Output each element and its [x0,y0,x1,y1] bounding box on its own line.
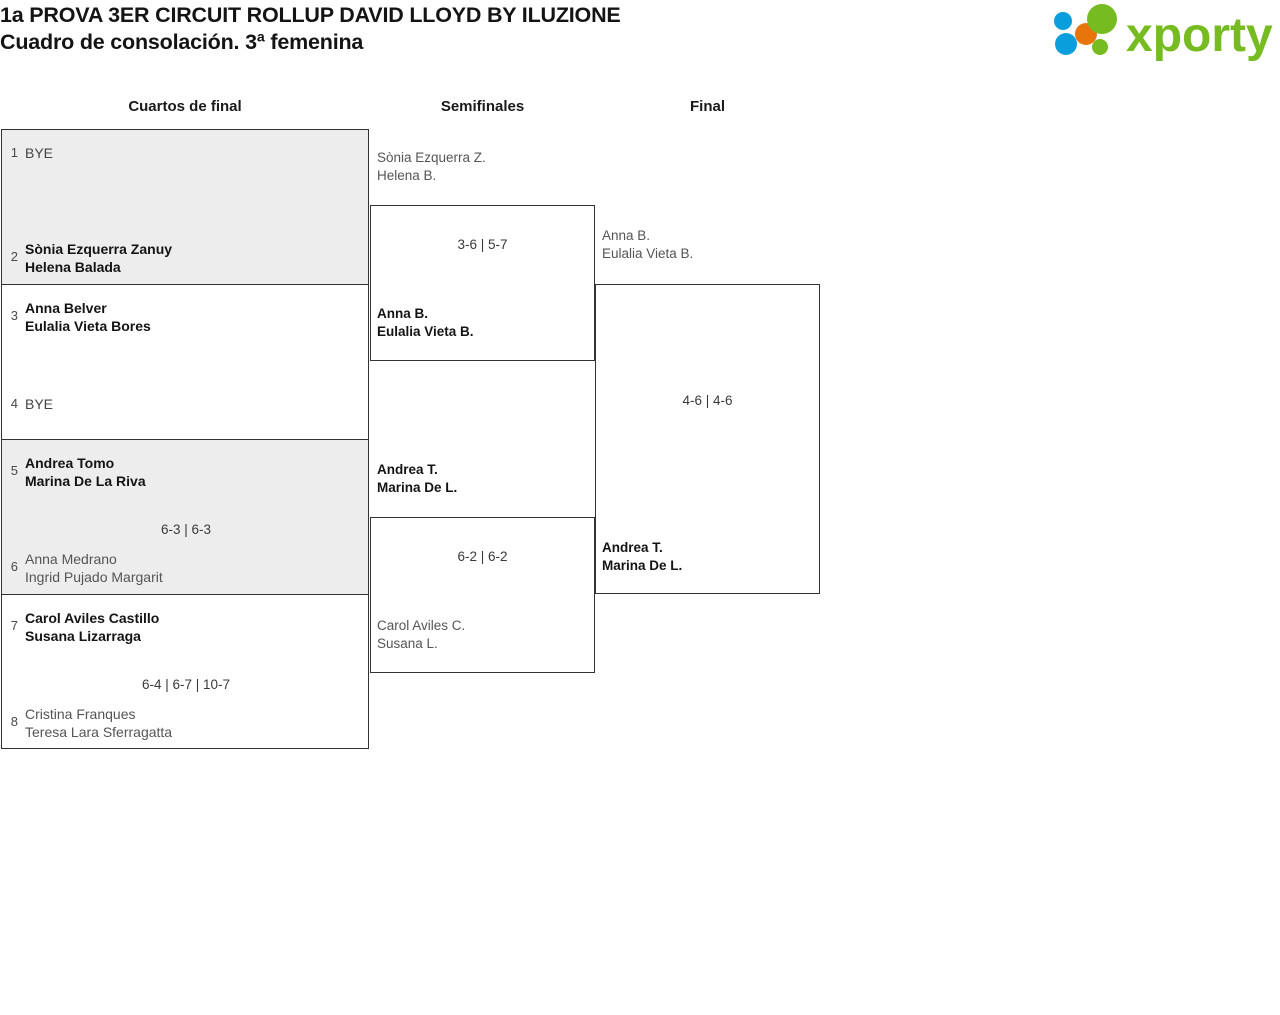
seed-number: 6 [10,559,18,574]
player-name: Eulalia Vieta B. [602,246,694,261]
logo-wordmark: xporty [1126,9,1273,62]
player-name: Helena Balada [25,259,121,275]
quarterfinals-column: 1 BYE 2 Sònia Ezquerra Zanuy Helena Bala… [1,129,369,749]
quarterfinal-match-4[interactable]: 7 Carol Aviles Castillo Susana Lizarraga… [1,594,369,749]
seed-number: 4 [10,396,18,411]
bracket-slot-seed-5[interactable]: 5 Andrea Tomo Marina De La Riva [2,454,370,490]
semifinal-1-upper-team[interactable]: Sònia Ezquerra Z. Helena B. [377,149,595,185]
final-upper-team[interactable]: Anna B. Eulalia Vieta B. [602,227,817,263]
player-name: Cristina Franques [25,706,136,722]
quarterfinal-match-2[interactable]: 3 Anna Belver Eulalia Vieta Bores 4 BYE [1,284,369,439]
player-name: Sònia Ezquerra Z. [377,150,486,165]
player-name: Susana Lizarraga [25,628,141,644]
player-name: Teresa Lara Sferragatta [25,724,173,740]
logo-dot-green-small [1092,39,1108,55]
player-names: BYE [25,395,53,413]
player-name: Andrea T. [377,462,438,477]
semifinal-match-1[interactable]: 3-6 | 5-7 [370,205,595,361]
semifinal-2-lower-team[interactable]: Carol Aviles C. Susana L. [377,617,595,653]
match-score: 3-6 | 5-7 [457,237,508,252]
page-header: 1a PROVA 3ER CIRCUIT ROLLUP DAVID LLOYD … [0,0,1280,85]
quarterfinal-match-3[interactable]: 5 Andrea Tomo Marina De La Riva 6-3 | 6-… [1,439,369,594]
player-name: Andrea T. [602,540,663,555]
bracket-slot-seed-6[interactable]: 6 Anna Medrano Ingrid Pujado Margarit [2,550,370,586]
bracket-slot-seed-1[interactable]: 1 BYE [2,144,370,162]
player-name: Eulalia Vieta B. [377,324,474,339]
player-name: Carol Aviles Castillo [25,610,160,626]
player-name: Anna Belver [25,300,107,316]
match-score: 4-6 | 4-6 [682,393,733,408]
xporty-logo-svg: xporty [1054,4,1273,62]
bracket-slot-seed-4[interactable]: 4 BYE [2,395,370,413]
player-name: Susana L. [377,636,438,651]
player-names: Carol Aviles Castillo Susana Lizarraga [25,609,159,645]
seed-number: 7 [10,618,18,633]
tournament-name: 1a PROVA 3ER CIRCUIT ROLLUP DAVID LLOYD … [0,3,621,27]
player-name: Andrea Tomo [25,455,115,471]
player-names: Sònia Ezquerra Zanuy Helena Balada [25,240,172,276]
semifinal-match-2[interactable]: 6-2 | 6-2 [370,517,595,673]
player-name: Carol Aviles C. [377,618,466,633]
seed-number: 5 [10,463,18,478]
page-title: 1a PROVA 3ER CIRCUIT ROLLUP DAVID LLOYD … [0,2,621,56]
match-score: 6-3 | 6-3 [160,522,212,537]
logo-dot-blue-top [1054,12,1072,30]
seed-number: 3 [10,308,18,323]
logo-dot-green-large [1087,4,1117,34]
semifinal-2-upper-team[interactable]: Andrea T. Marina De L. [377,461,595,497]
player-name: Marina De L. [377,480,458,495]
player-names: Andrea Tomo Marina De La Riva [25,454,146,490]
player-names: Anna Medrano Ingrid Pujado Margarit [25,550,163,586]
bracket-subtitle: Cuadro de consolación. 3ª femenina [0,30,364,54]
player-name: Ingrid Pujado Margarit [25,569,163,585]
player-name: Eulalia Vieta Bores [25,318,151,334]
bracket-slot-seed-2[interactable]: 2 Sònia Ezquerra Zanuy Helena Balada [2,240,370,276]
logo-dot-blue-bottom [1055,33,1077,55]
player-name: Anna Medrano [25,551,117,567]
player-name: Anna B. [602,228,651,243]
column-header-quarterfinals: Cuartos de final [128,98,242,115]
bracket-slot-seed-3[interactable]: 3 Anna Belver Eulalia Vieta Bores [2,299,370,335]
match-score: 6-4 | 6-7 | 10-7 [141,677,231,692]
player-names: Cristina Franques Teresa Lara Sferragatt… [25,705,172,741]
final-lower-team[interactable]: Andrea T. Marina De L. [602,539,817,575]
bracket-slot-seed-7[interactable]: 7 Carol Aviles Castillo Susana Lizarraga [2,609,370,645]
player-name: BYE [25,396,54,412]
match-score: 6-2 | 6-2 [457,549,508,564]
player-name: Sònia Ezquerra Zanuy [25,241,173,257]
player-name: Marina De L. [602,558,683,573]
seed-number: 2 [10,249,18,264]
seed-number: 8 [10,714,18,729]
bracket-slot-seed-8[interactable]: 8 Cristina Franques Teresa Lara Sferraga… [2,705,370,741]
final-match[interactable] [595,284,820,594]
player-name: Helena B. [377,168,437,183]
column-header-final: Final [689,98,725,115]
player-name: Marina De La Riva [25,473,146,489]
player-name: BYE [25,145,54,161]
seed-number: 1 [10,145,18,160]
xporty-logo[interactable]: xporty [1044,4,1276,66]
player-name: Anna B. [377,306,429,321]
semifinal-1-lower-team[interactable]: Anna B. Eulalia Vieta B. [377,305,595,341]
column-header-semifinals: Semifinales [440,98,525,115]
player-names: BYE [25,144,53,162]
player-names: Anna Belver Eulalia Vieta Bores [25,299,151,335]
quarterfinal-match-1[interactable]: 1 BYE 2 Sònia Ezquerra Zanuy Helena Bala… [1,129,369,284]
